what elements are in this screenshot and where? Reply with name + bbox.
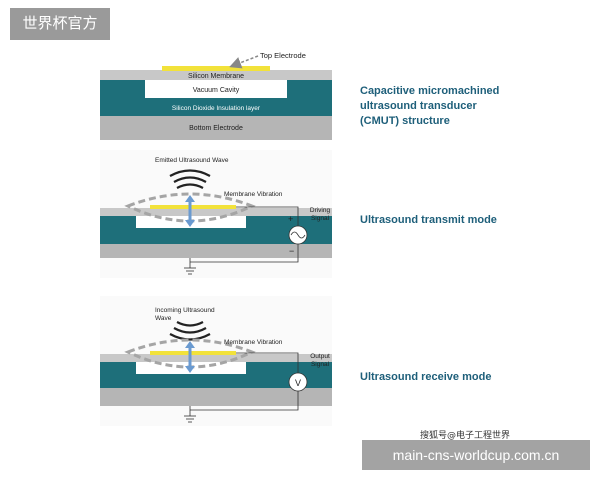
transmit-panel: Emitted Ultrasound Wave Membrane Vibrati… xyxy=(100,150,332,278)
watermark-badge: 世界杯官方 xyxy=(10,8,110,40)
transmit-membrane-vibration xyxy=(124,192,256,223)
transmit-wire-bottom xyxy=(190,244,299,263)
transmit-caption: Ultrasound transmit mode xyxy=(360,214,497,226)
receive-membrane-vibration xyxy=(124,338,256,369)
structure-panel: Top Electrode Silicon Membrane Vacuum Ca… xyxy=(100,51,332,140)
structure-caption: Capacitive micromachined ultrasound tran… xyxy=(360,84,499,129)
transmit-vibration-label: Membrane Vibration xyxy=(224,191,283,198)
emitted-wave-icon xyxy=(169,169,211,189)
driving-signal-label-1: Driving xyxy=(310,207,331,214)
source-watermark: 搜狐号@电子工程世界 xyxy=(420,431,511,441)
vacuum-cavity xyxy=(145,80,287,98)
transmit-top-electrode xyxy=(150,205,236,209)
receive-caption: Ultrasound receive mode xyxy=(360,371,492,383)
bottom-electrode-label: Bottom Electrode xyxy=(189,125,243,132)
transmit-plus-sign: + xyxy=(288,214,293,224)
voltmeter-icon xyxy=(288,372,308,392)
receive-wire-top xyxy=(236,352,299,373)
url-banner: main-cns-worldcup.com.cn xyxy=(362,440,590,470)
receive-membrane xyxy=(100,354,332,362)
structure-caption-line: (CMUT) structure xyxy=(360,115,450,127)
voltmeter-symbol: V xyxy=(295,378,301,388)
transmit-wire-top xyxy=(236,206,299,226)
receive-vibration-label: Membrane Vibration xyxy=(224,339,283,346)
transmit-membrane xyxy=(100,208,332,216)
silicon-membrane-label: Silicon Membrane xyxy=(188,73,244,80)
receive-ground-icon xyxy=(184,415,196,423)
receive-panel: Incoming Ultrasound Wave Membrane Vibrat… xyxy=(100,296,332,426)
structure-caption-line: ultrasound transducer xyxy=(360,100,477,112)
top-electrode-label: Top Electrode xyxy=(260,51,306,60)
receive-vibration-arrow xyxy=(185,341,195,373)
incoming-wave-label-2: Wave xyxy=(155,315,172,322)
transmit-bottom-electrode xyxy=(100,244,332,258)
receive-bottom-electrode xyxy=(100,388,332,406)
incoming-wave-icon xyxy=(169,321,211,341)
structure-caption-line: Capacitive micromachined xyxy=(360,85,500,97)
receive-top-electrode xyxy=(150,351,236,355)
vacuum-cavity-label: Vacuum Cavity xyxy=(193,87,240,94)
transmit-minus-sign: − xyxy=(289,246,294,256)
transmit-vibration-arrow xyxy=(185,195,195,227)
driving-signal-label-2: Signal xyxy=(311,215,330,222)
output-signal-label-1: Output xyxy=(310,353,330,360)
incoming-wave-label-1: Incoming Ultrasound xyxy=(155,307,215,314)
output-signal-label-2: Signal xyxy=(311,361,330,368)
top-electrode xyxy=(162,66,270,71)
emitted-wave-label: Emitted Ultrasound Wave xyxy=(155,157,229,164)
top-electrode-arrow xyxy=(229,55,259,69)
insulation-layer-label: Silicon Dioxide Insulation layer xyxy=(172,105,261,112)
receive-wire-bottom xyxy=(190,391,299,411)
silicon-membrane-layer xyxy=(100,70,332,80)
bottom-electrode-layer xyxy=(100,116,332,140)
transmit-ground-icon xyxy=(184,267,196,275)
